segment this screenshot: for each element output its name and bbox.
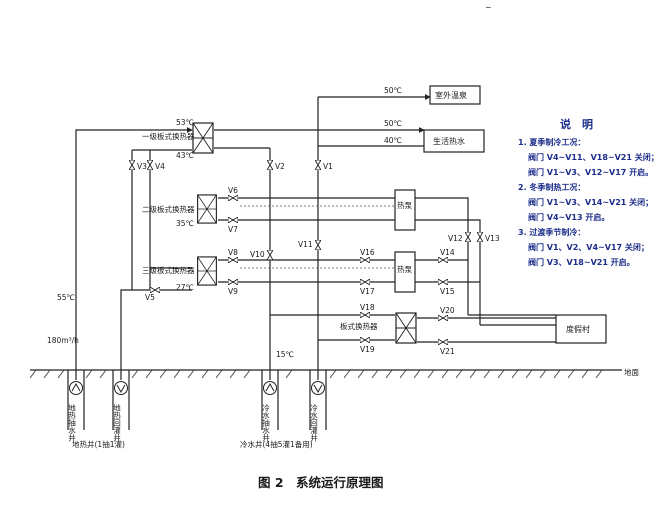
- valve-v21-label: V21: [440, 347, 455, 356]
- temp-50-outdoor: 50℃: [384, 86, 402, 95]
- valve-v6-label: V6: [228, 186, 238, 195]
- valve-v20: V20: [438, 306, 455, 321]
- valve-v18: V18: [360, 303, 375, 318]
- figure-caption: 图 2 系统运行原理图: [258, 475, 384, 490]
- valve-v3-label: V3: [137, 162, 147, 171]
- hx2-label: 二级板式换热器: [142, 204, 195, 214]
- notes-title: 说 明: [560, 117, 593, 131]
- cold-well-group-label: 冷水井(4抽5灌1备用): [240, 439, 313, 449]
- valve-v4-label: V4: [155, 162, 165, 171]
- valve-v4: V4: [147, 160, 165, 171]
- valve-v6: V6: [228, 186, 238, 201]
- valve-v20-label: V20: [440, 306, 455, 315]
- valve-v9: V9: [228, 279, 238, 296]
- hx1-label: 一级板式换热器: [142, 131, 195, 141]
- valve-v8-label: V8: [228, 248, 238, 257]
- valve-v11-label: V11: [298, 240, 313, 249]
- resort-label: 度假村: [566, 324, 590, 334]
- temp-40: 40℃: [384, 136, 402, 145]
- note-line-2: 阀门 V4~V11、V18~V21 关闭；: [528, 152, 659, 163]
- temp-35: 35℃: [176, 219, 194, 228]
- valve-v11: V11: [298, 240, 321, 250]
- heat-exchanger-3: 三级板式换热器 27℃: [142, 256, 217, 292]
- note-line-9: 阀门 V3、V18~V21 开启。: [528, 257, 635, 267]
- heat-pump-1-label: 热泵: [397, 200, 412, 210]
- outdoor-pool-label: 室外温泉: [435, 90, 467, 100]
- valve-v1-label: V1: [323, 162, 333, 171]
- note-line-7: 3. 过渡季节制冷：: [518, 227, 585, 237]
- valve-v19-label: V19: [360, 345, 375, 354]
- well-cold-inject-label: 冷水回灌井: [309, 403, 318, 443]
- valve-v2: V2: [267, 160, 285, 171]
- valve-v14: V14: [438, 248, 455, 263]
- note-line-5: 阀门 V1~V3、V14~V21 关闭；: [528, 197, 653, 208]
- heat-pump-2: 热泵: [394, 251, 416, 293]
- valve-v10-label: V10: [250, 250, 265, 259]
- flow-rate: 180m³/h: [47, 336, 79, 345]
- notes-panel: 说 明 1. 夏季制冷工况： 阀门 V4~V11、V18~V21 关闭； 阀门 …: [518, 117, 659, 267]
- valve-v13-label: V13: [485, 234, 500, 243]
- temp-53: 53℃: [176, 118, 194, 127]
- valve-v12: V12: [448, 232, 471, 243]
- valve-v19: V19: [360, 337, 375, 354]
- note-line-1: 1. 夏季制冷工况：: [518, 137, 585, 147]
- hx4-label: 板式换热器: [340, 321, 378, 331]
- valve-v16: V16: [360, 248, 375, 263]
- heat-exchanger-1: 一级板式换热器 53℃ 43℃: [142, 118, 214, 160]
- geothermal-pump-well: 地热抽水井: [67, 370, 85, 443]
- valve-v5: V5: [145, 287, 160, 302]
- top-mark: ~: [485, 3, 492, 12]
- temp-50-life: 50℃: [384, 119, 402, 128]
- hx3-label: 三级板式换热器: [142, 265, 195, 275]
- valve-v3: V3: [129, 160, 147, 171]
- note-line-4: 2. 冬季制热工况：: [518, 182, 585, 192]
- valve-v7-label: V7: [228, 225, 238, 234]
- resort-box: 度假村: [555, 314, 607, 344]
- valve-v10: V10: [250, 250, 273, 260]
- temp-15: 15℃: [276, 350, 294, 359]
- valve-v17-label: V17: [360, 287, 375, 296]
- valve-v18-label: V18: [360, 303, 375, 312]
- valve-v17: V17: [360, 279, 375, 296]
- geo-well-group-label: 地热井(1抽1灌): [72, 439, 125, 449]
- valve-v9-label: V9: [228, 287, 238, 296]
- cold-inject-well: 冷水回灌井: [309, 370, 327, 443]
- geothermal-inject-well: 地热回灌井: [112, 370, 130, 443]
- valve-v15: V15: [438, 279, 455, 296]
- cold-pump-well: 冷水抽水井: [261, 370, 279, 443]
- outdoor-pool-box: 室外温泉: [429, 85, 481, 105]
- life-hot-water-box: 生活热水: [423, 129, 485, 153]
- valve-v7: V7: [228, 217, 238, 234]
- valve-v12-label: V12: [448, 234, 463, 243]
- geothermal-return-line: [120, 149, 192, 380]
- valve-v16-label: V16: [360, 248, 375, 257]
- valve-v13: V13: [477, 232, 500, 243]
- heat-pump-2-label: 热泵: [397, 264, 412, 274]
- heat-pump-1: 热泵: [394, 189, 416, 231]
- temp-55: 55℃: [57, 293, 75, 302]
- heat-exchanger-4: 板式换热器: [340, 312, 417, 344]
- well-cold-pump-label: 冷水抽水井: [261, 403, 270, 443]
- heat-exchanger-2: 二级板式换热器 35℃: [142, 194, 217, 228]
- valve-v2-label: V2: [275, 162, 285, 171]
- ground-label: 地面: [624, 367, 639, 377]
- geothermal-supply-line: [75, 127, 193, 380]
- valve-v15-label: V15: [440, 287, 455, 296]
- note-line-8: 阀门 V1、V2、V4~V17 关闭；: [528, 242, 649, 253]
- valve-v14-label: V14: [440, 248, 455, 257]
- well-geo-inject-label: 地热回灌井: [112, 403, 121, 443]
- temp-27: 27℃: [176, 283, 194, 292]
- valve-v8: V8: [228, 248, 238, 263]
- life-hot-water-label: 生活热水: [433, 136, 465, 146]
- note-line-3: 阀门 V1~V3、V12~V17 开启。: [528, 167, 653, 177]
- valve-v5-label: V5: [145, 293, 155, 302]
- well-geo-pump-label: 地热抽水井: [67, 403, 76, 443]
- note-line-6: 阀门 V4~V13 开启。: [528, 212, 609, 222]
- temp-43: 43℃: [176, 151, 194, 160]
- valve-v21: V21: [438, 339, 455, 356]
- valve-v1: V1: [315, 160, 333, 171]
